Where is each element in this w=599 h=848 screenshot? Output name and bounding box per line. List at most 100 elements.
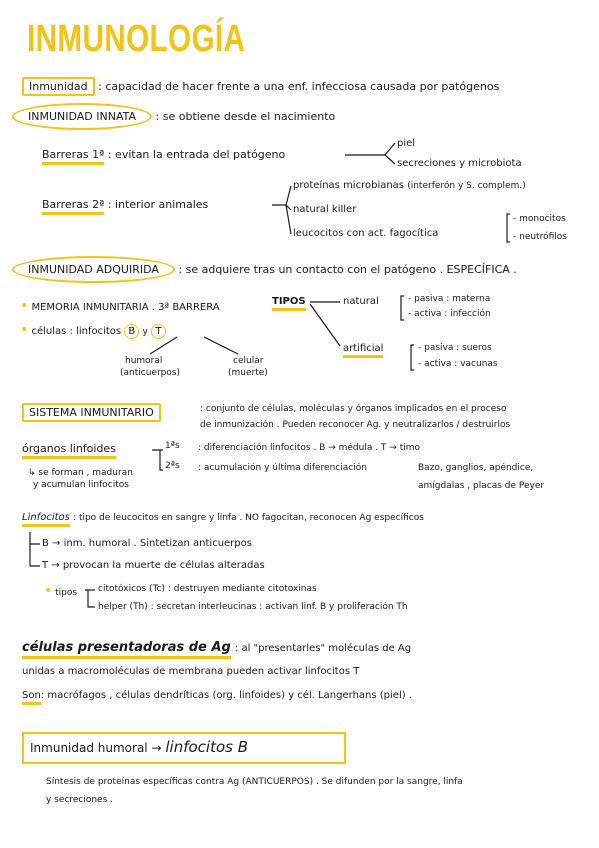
y-text: y (142, 327, 148, 337)
humoral-box (22, 732, 346, 764)
adquirida-term: INMUNIDAD ADQUIRIDA (12, 256, 175, 283)
tipos-text: TIPOS (272, 296, 306, 311)
bracket-natural (400, 295, 404, 321)
organos-term-wrap: órganos linfoides (22, 442, 116, 459)
helper: helper (Th) : secretan interleucinas : a… (98, 602, 408, 612)
barreras1-item-piel: piel (397, 138, 416, 149)
humoral-desc2: y secreciones . (46, 795, 114, 805)
barreras2-item-nk: natural killer (293, 204, 357, 215)
humoral-term: Inmunidad humoral (30, 741, 148, 755)
inmunidad-def: : capacidad de hacer frente a una enf. i… (98, 80, 500, 93)
apc-def2: unidas a macromoléculas de membrana pued… (22, 666, 360, 677)
organos-r2-extra2: amígdalas , placas de Peyer (418, 481, 545, 491)
linfocitos-b: B → inm. humoral . Sintetizan anticuerpo… (42, 538, 252, 549)
arrow-tipos-artificial (309, 303, 341, 347)
apc-son-line: Son: macrófagos , células dendríticas (o… (22, 690, 412, 705)
proteinas-note: (interferón y S. complem.) (407, 181, 526, 191)
note1-text: se forman , maduran (38, 468, 133, 478)
sub-neutrofilos: - neutrófilos (513, 232, 567, 242)
muerte-label: (muerte) (228, 368, 268, 378)
tree-linfocitos (29, 532, 40, 567)
sub-monocitos: - monocitos (513, 214, 566, 224)
organos-r2-extra1: Bazo, ganglios, apéndice, (418, 463, 534, 473)
artificial-label: artificial (343, 343, 384, 358)
barreras2-item-proteinas: proteínas microbianas (interferón y S. c… (293, 180, 526, 191)
innata-term: INMUNIDAD INNATA (12, 103, 153, 130)
barreras1-def: : evitan la entrada del patógeno (107, 148, 286, 161)
linfocitos-tipos: • tipos (44, 583, 77, 599)
circle-t: T (151, 324, 167, 339)
arrow-icon: → (151, 741, 162, 755)
adquirida-line: INMUNIDAD ADQUIRIDA : se adquiere tras u… (12, 256, 517, 283)
organos-term: órganos linfoides (22, 442, 116, 459)
humoral-target: linfocitos B (165, 738, 249, 756)
celulas-line: • células : linfocitos B y T (20, 322, 167, 339)
linfocitos-t: T → provocan la muerte de células altera… (42, 560, 265, 571)
natural-pasiva: - pasiva : materna (408, 294, 491, 304)
innata-line: INMUNIDAD INNATA : se obtiene desde el n… (12, 103, 336, 130)
memoria-line: • MEMORIA INMUNITARIA . 3ª BARRERA (20, 298, 220, 314)
apc-son: Son (22, 690, 41, 705)
organos-r1-label: 1ªs (165, 441, 180, 451)
barreras1-item-secreciones: secreciones y microbiota (397, 158, 522, 169)
artificial-text: artificial (343, 343, 384, 358)
apc-term: células presentadoras de Ag (22, 640, 231, 659)
barreras1-term: Barreras 1ª (42, 148, 105, 165)
tipos-text: tipos (55, 588, 78, 598)
bullet-icon: • (44, 583, 53, 599)
humoral-title: Inmunidad humoral → linfocitos B (30, 738, 248, 756)
monocitos-text: monocitos (519, 214, 566, 224)
barreras1-line: Barreras 1ª : evitan la entrada del pató… (42, 148, 286, 165)
linfocitos-def: : tipo de leucocitos en sangre y linfa .… (73, 513, 424, 523)
barreras2-term: Barreras 2ª (42, 198, 105, 215)
humoral-label: humoral (125, 356, 163, 366)
sistema-def2: de inmunización . Pueden reconocer Ag. y… (200, 420, 511, 430)
natural-label: natural (343, 296, 379, 307)
barreras2-line: Barreras 2ª : interior animales (42, 198, 209, 215)
sistema-term-wrap: SISTEMA INMUNITARIO (22, 403, 161, 422)
apc-def1: : al "presentarles" moléculas de Ag (234, 643, 412, 654)
neutrofilos-text: neutrófilos (519, 232, 567, 242)
linfocitos-term: Linfocitos (22, 512, 70, 527)
organos-r2-label: 2ªs (165, 461, 180, 471)
apc-son-def: : macrófagos , células dendríticas (org.… (40, 690, 412, 701)
artificial-activa: - activa : vacunas (418, 359, 498, 369)
innata-def: : se obtiene desde el nacimiento (155, 110, 336, 123)
humoral-desc1: Síntesis de proteínas específicas contra… (46, 777, 463, 787)
arrow-t-celular (203, 336, 239, 355)
bullet-icon: • (20, 298, 29, 314)
memoria-text: MEMORIA INMUNITARIA . 3ª BARRERA (31, 302, 220, 313)
arrow-organos (152, 449, 163, 471)
anticuerpos-label: (anticuerpos) (120, 368, 181, 378)
linfocitos-line: Linfocitos : tipo de leucocitos en sangr… (22, 512, 424, 527)
bracket-leucocitos (506, 213, 510, 243)
tree-tipos (85, 589, 95, 608)
organos-note1: ↳ se forman , maduran (28, 468, 133, 478)
adquirida-def: : se adquiere tras un contacto con el pa… (178, 263, 517, 276)
sistema-def1: : conjunto de células, moléculas y órgan… (200, 404, 507, 414)
arrow-barreras2 (272, 185, 292, 235)
organos-r1-text: : diferenciación linfocitos . B → médula… (198, 443, 420, 453)
page-title: INMUNOLOGÍA (27, 18, 246, 60)
apc-line: células presentadoras de Ag : al "presen… (22, 640, 412, 659)
arrow-barreras1 (345, 142, 396, 165)
artificial-pasiva: - pasiva : sueros (418, 343, 492, 353)
tipos-label: TIPOS (272, 296, 306, 311)
bullet-icon: • (20, 322, 29, 338)
natural-activa: - activa : infección (408, 309, 491, 319)
barreras2-item-leucocitos: leucocitos con act. fagocítica (293, 228, 439, 239)
circle-b: B (124, 324, 140, 339)
celular-label: celular (233, 356, 264, 366)
barreras2-def: : interior animales (107, 198, 209, 211)
citotoxicos: citotóxicos (Tc) : destruyen mediante ci… (98, 584, 317, 594)
arrow-b-humoral (149, 336, 178, 355)
inmunidad-line: Inmunidad : capacidad de hacer frente a … (22, 77, 500, 96)
organos-note2: y acumulan linfocitos (33, 480, 129, 490)
organos-r2-text: : acumulación y última diferenciación (198, 463, 367, 473)
inmunidad-term: Inmunidad (22, 77, 95, 96)
sistema-term: SISTEMA INMUNITARIO (22, 403, 161, 422)
celulas-text: células : linfocitos (31, 326, 122, 337)
proteinas-text: proteínas microbianas (293, 180, 405, 191)
bracket-artificial (410, 344, 414, 371)
